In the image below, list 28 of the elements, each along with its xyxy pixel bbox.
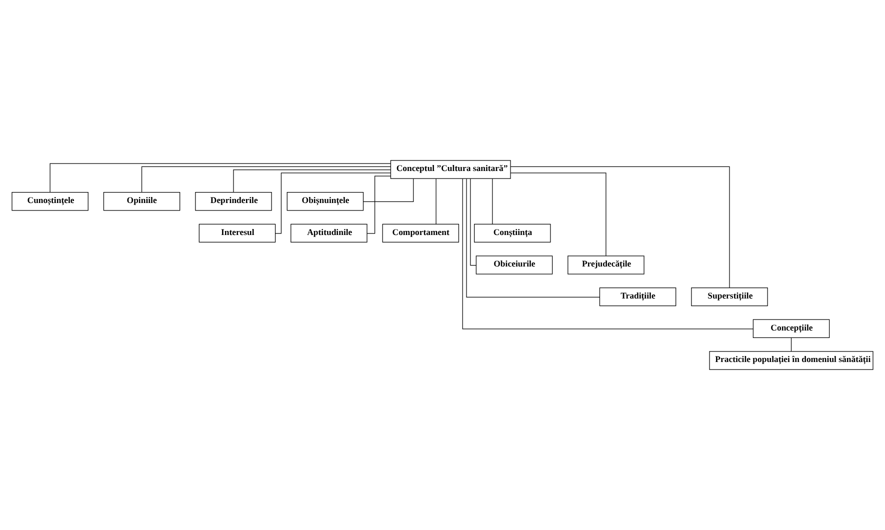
node-box: Concepțiile (752, 319, 830, 338)
connector (492, 178, 493, 224)
node-box: Obișnuințele (286, 192, 364, 211)
connector (275, 172, 391, 234)
connector (510, 172, 606, 256)
node-box: Deprinderile (195, 192, 272, 211)
node-box: Interesul (198, 224, 276, 243)
connector (466, 178, 600, 298)
node-box: Tradițiile (599, 287, 676, 306)
connector (462, 178, 754, 330)
node-box: Prejudecățile (568, 256, 644, 274)
node-box: Conștiința (474, 224, 551, 243)
connector (50, 163, 391, 193)
node-box: Practicile populației în domeniul sănătății (709, 351, 874, 370)
connector (366, 176, 391, 234)
node-box: Comportament (382, 224, 460, 243)
node-box: Opiniile (103, 192, 180, 211)
node-box: Conceptul ”Cultura sanitară” (390, 160, 511, 179)
node-box: Cunoștințele (12, 192, 88, 211)
connector (510, 166, 730, 288)
connector (141, 166, 391, 193)
node-box: Superstițiile (691, 287, 768, 306)
node-box: Aptitudinile (290, 224, 368, 243)
connector (363, 178, 414, 202)
connector (470, 178, 476, 266)
node-box: Obiceiurile (476, 256, 553, 274)
connector (790, 338, 792, 352)
connector (233, 170, 392, 193)
